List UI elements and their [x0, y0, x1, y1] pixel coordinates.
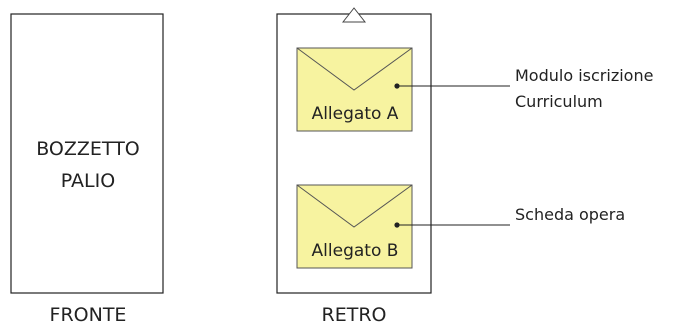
front-title-line1: BOZZETTO [36, 138, 140, 160]
annotation-b-line1: Scheda opera [515, 205, 625, 224]
annotation-a-line1: Modulo iscrizione [515, 66, 653, 85]
envelope-a: Allegato A [296, 47, 413, 132]
envelope-b-flap [296, 184, 413, 228]
front-title-line2: PALIO [61, 170, 115, 192]
envelope-b-label: Allegato B [312, 241, 399, 261]
back-panel: Allegato A Allegato B [276, 7, 432, 294]
front-panel: BOZZETTO PALIO [10, 13, 164, 294]
envelope-a-label: Allegato A [312, 104, 399, 124]
back-caption: RETRO [322, 304, 387, 326]
envelope-b: Allegato B [296, 184, 413, 269]
envelope-a-flap [296, 47, 413, 91]
front-caption: FRONTE [50, 304, 127, 326]
triangle-marker-icon [341, 7, 367, 23]
front-panel-frame [10, 13, 164, 294]
annotation-a-line2: Curriculum [515, 92, 603, 111]
